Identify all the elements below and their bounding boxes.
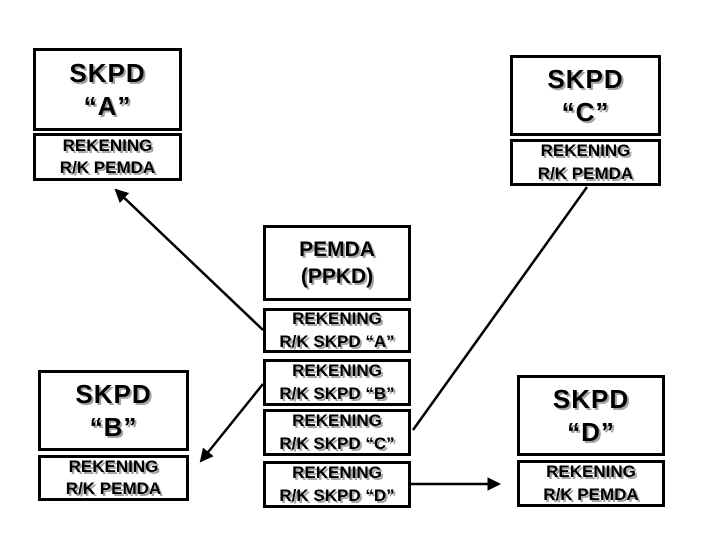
- skpd-d-account-line2: R/K PEMDA: [543, 484, 639, 504]
- skpd-a-box: SKPD “A”: [33, 48, 182, 131]
- pemda-account-d-line1: REKENING: [292, 463, 382, 483]
- connector-skpd-c-to-pemda: [411, 186, 589, 431]
- pemda-rekening-rk-skpd-b-box: REKENING R/K SKPD “B”: [263, 359, 411, 406]
- skpd-a-account-line1: REKENING: [62, 135, 153, 155]
- pemda-account-a-line2: R/K SKPD “A”: [279, 331, 395, 351]
- skpd-d-account-line1: REKENING: [546, 462, 636, 482]
- skpd-b-account-line1: REKENING: [68, 456, 159, 476]
- skpd-b-box: SKPD “B”: [38, 370, 189, 451]
- skpd-b-account-line2: R/K PEMDA: [65, 479, 162, 498]
- pemda-account-b-line2: R/K SKPD “B”: [279, 383, 395, 403]
- connector-pemda-to-skpd-a: [114, 188, 264, 331]
- skpd-d-label-line2: “D”: [567, 416, 615, 447]
- skpd-b-label-line2: “B”: [89, 411, 138, 442]
- skpd-c-box: SKPD “C”: [510, 55, 661, 136]
- skpd-a-rekening-rk-pemda-box: REKENING R/K PEMDA: [33, 133, 182, 181]
- pemda-account-d-line2: R/K SKPD “D”: [279, 485, 395, 505]
- pemda-account-b-line1: REKENING: [292, 361, 382, 381]
- skpd-c-account-line1: REKENING: [540, 141, 631, 161]
- connector-pemda-to-skpd-b: [199, 383, 264, 463]
- pemda-rekening-rk-skpd-a-box: REKENING R/K SKPD “A”: [263, 308, 411, 353]
- pemda-rekening-rk-skpd-d-box: REKENING R/K SKPD “D”: [263, 461, 411, 508]
- skpd-b-label-line1: SKPD: [75, 379, 152, 409]
- skpd-a-label-line2: “A”: [83, 90, 132, 121]
- skpd-d-box: SKPD “D”: [517, 375, 665, 456]
- pemda-label-line1: PEMDA: [299, 237, 375, 261]
- pemda-account-a-line1: REKENING: [292, 309, 382, 329]
- skpd-c-account-line2: R/K PEMDA: [537, 163, 634, 183]
- pemda-label-line2: (PPKD): [300, 265, 374, 288]
- skpd-c-label-line1: SKPD: [547, 64, 624, 94]
- pemda-account-c-line2: R/K SKPD “C”: [279, 433, 395, 453]
- skpd-a-label-line1: SKPD: [69, 58, 146, 88]
- pemda-account-c-line1: REKENING: [292, 411, 382, 431]
- skpd-b-rekening-rk-pemda-box: REKENING R/K PEMDA: [38, 455, 189, 501]
- skpd-d-rekening-rk-pemda-box: REKENING R/K PEMDA: [517, 460, 665, 507]
- pemda-ppkd-box: PEMDA (PPKD): [263, 225, 411, 301]
- skpd-c-label-line2: “C”: [561, 96, 610, 127]
- pemda-rekening-rk-skpd-c-box: REKENING R/K SKPD “C”: [263, 409, 411, 456]
- skpd-c-rekening-rk-pemda-box: REKENING R/K PEMDA: [510, 139, 661, 186]
- skpd-a-account-line2: R/K PEMDA: [59, 158, 156, 177]
- skpd-d-label-line1: SKPD: [552, 384, 630, 414]
